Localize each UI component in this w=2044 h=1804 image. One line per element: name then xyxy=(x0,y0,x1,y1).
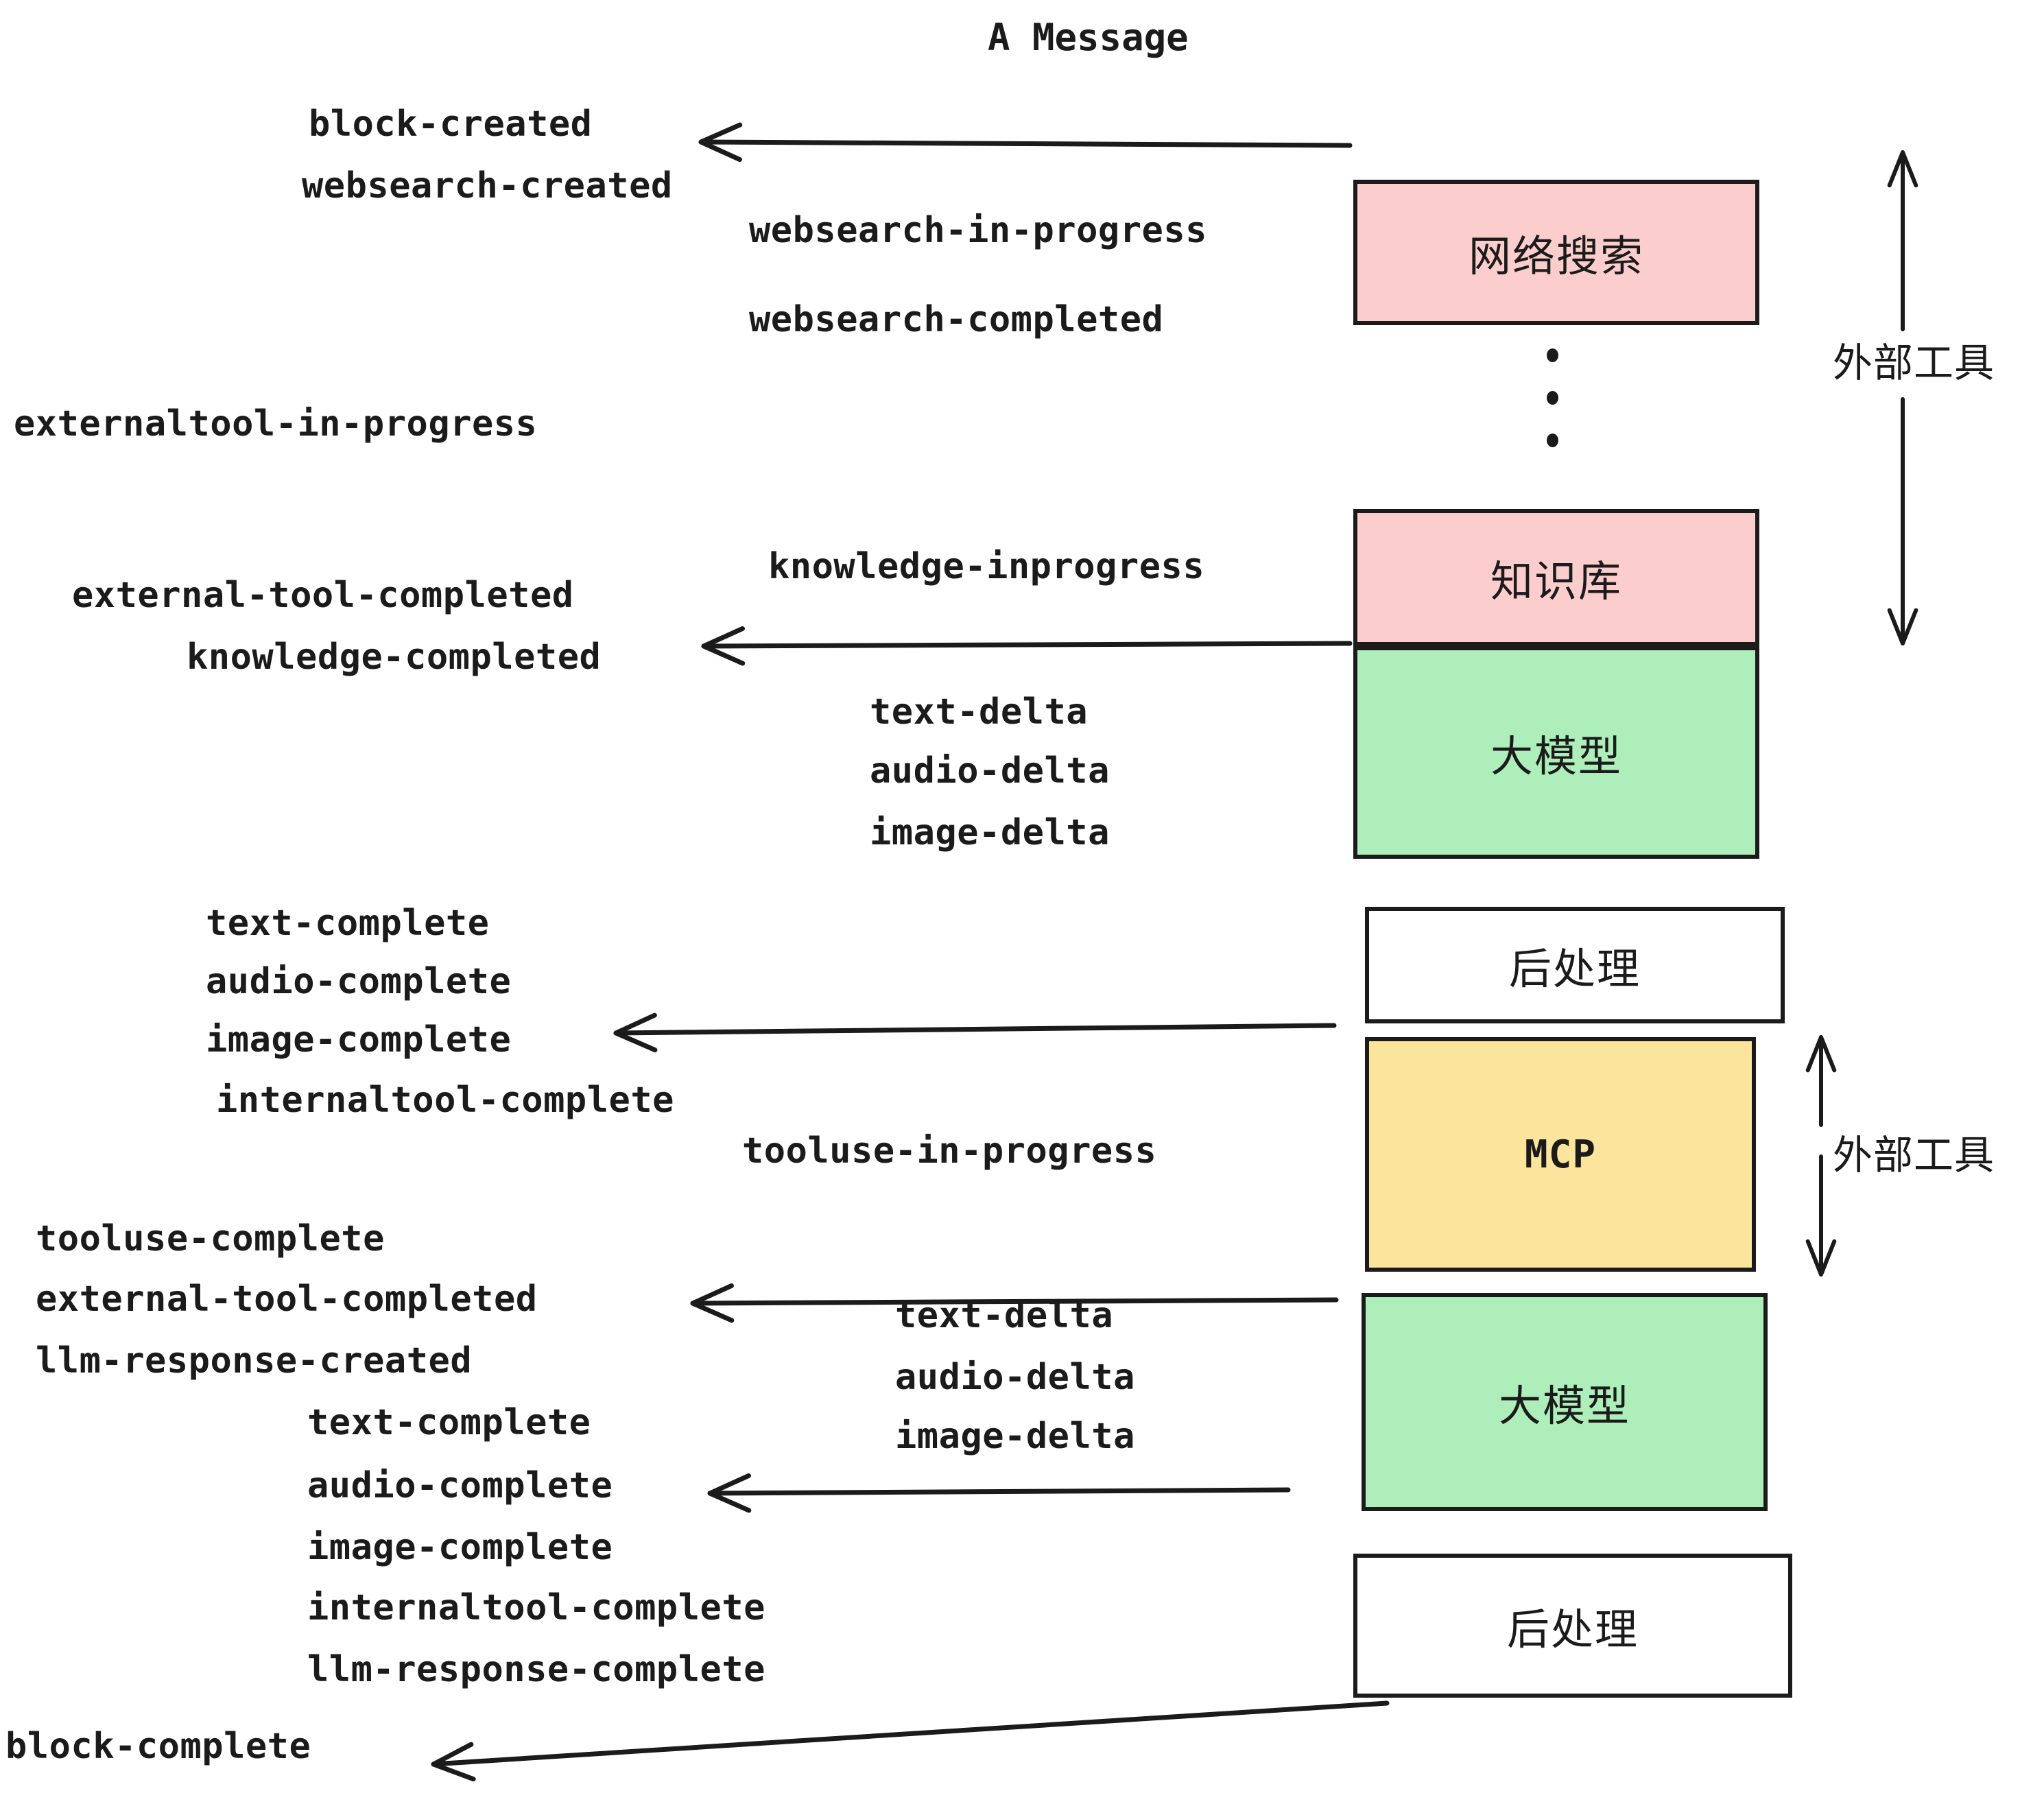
node-postproc-1: 后处理 xyxy=(1365,907,1785,1023)
page-title: A Message xyxy=(988,16,1189,59)
external-tool-arrow-bottom-up-head xyxy=(1805,1035,1837,1073)
event-label-image-complete-1: image-complete xyxy=(206,1019,512,1060)
event-label-websearch-completed: websearch-completed xyxy=(749,299,1164,340)
vertical-ellipsis-icon xyxy=(1547,348,1558,476)
event-label-externaltool-in-progress: externaltool-in-progress xyxy=(14,403,538,444)
event-label-image-complete-2: image-complete xyxy=(307,1527,613,1568)
node-label: 大模型 xyxy=(1498,1381,1630,1431)
event-label-image-delta-1: image-delta xyxy=(870,812,1110,853)
node-label: MCP xyxy=(1524,1132,1597,1177)
node-label: 网络搜索 xyxy=(1468,231,1644,281)
event-label-external-tool-completed-2: external-tool-completed xyxy=(36,1279,538,1320)
event-label-external-tool-completed-1: external-tool-completed xyxy=(72,575,574,616)
arrow-image-complete-line xyxy=(613,1023,1337,1036)
event-label-block-complete: block-complete xyxy=(5,1726,311,1767)
node-label: 知识库 xyxy=(1490,556,1622,606)
node-label: 后处理 xyxy=(1508,944,1641,994)
side-annotation-external-tool-top: 外部工具 xyxy=(1833,340,1995,386)
event-label-knowledge-inprogress: knowledge-inprogress xyxy=(768,546,1205,587)
arrow-knowledge-completed-line xyxy=(701,641,1353,649)
event-label-knowledge-completed: knowledge-completed xyxy=(187,637,602,678)
event-label-text-complete-2: text-complete xyxy=(307,1402,591,1443)
external-tool-arrow-top-down-head xyxy=(1887,608,1918,645)
event-label-llm-response-created: llm-response-created xyxy=(36,1340,473,1381)
arrow-audio-complete-line xyxy=(707,1487,1291,1496)
arrow-audio-complete-head xyxy=(707,1473,752,1513)
event-label-internaltool-complete-1: internaltool-complete xyxy=(216,1080,674,1121)
event-label-audio-complete-1: audio-complete xyxy=(206,961,512,1002)
event-label-llm-response-complete: llm-response-complete xyxy=(307,1649,765,1690)
node-llm-2: 大模型 xyxy=(1362,1293,1768,1511)
arrow-tooluse-complete-head xyxy=(690,1283,735,1323)
event-label-tooluse-complete: tooluse-complete xyxy=(36,1218,385,1259)
node-postproc-2: 后处理 xyxy=(1353,1554,1792,1698)
external-tool-arrow-top-up-head xyxy=(1887,150,1918,188)
ellipsis-dot xyxy=(1547,434,1558,447)
arrow-knowledge-completed-head xyxy=(701,626,746,666)
node-knowledge: 知识库 xyxy=(1353,509,1759,646)
event-label-text-complete-1: text-complete xyxy=(206,903,490,944)
event-label-audio-complete-2: audio-complete xyxy=(307,1465,613,1506)
node-websearch: 网络搜索 xyxy=(1353,180,1759,325)
event-label-audio-delta-1: audio-delta xyxy=(870,750,1110,792)
arrow-block-complete-head xyxy=(431,1742,476,1782)
ellipsis-dot xyxy=(1547,391,1558,405)
node-label: 后处理 xyxy=(1506,1604,1639,1654)
event-label-websearch-created: websearch-created xyxy=(302,165,673,206)
event-label-internaltool-complete-2: internaltool-complete xyxy=(307,1587,765,1628)
event-label-tooluse-in-progress: tooluse-in-progress xyxy=(742,1130,1157,1172)
arrow-image-complete-head xyxy=(613,1012,658,1053)
arrow-block-created-head xyxy=(698,122,743,163)
node-mcp: MCP xyxy=(1365,1037,1756,1272)
arrow-block-complete-line xyxy=(431,1700,1390,1767)
event-label-websearch-in-progress: websearch-in-progress xyxy=(749,210,1207,251)
arrow-block-created-line xyxy=(698,139,1353,148)
event-label-image-delta-2: image-delta xyxy=(895,1416,1135,1457)
event-label-text-delta-2: text-delta xyxy=(895,1295,1114,1336)
external-tool-arrow-bottom-down-head xyxy=(1805,1239,1837,1277)
ellipsis-dot xyxy=(1547,348,1558,362)
side-annotation-external-tool-bottom: 外部工具 xyxy=(1833,1132,1995,1178)
event-label-text-delta-1: text-delta xyxy=(870,691,1089,733)
event-label-audio-delta-2: audio-delta xyxy=(895,1357,1135,1398)
node-label: 大模型 xyxy=(1490,731,1622,781)
event-label-block-created: block-created xyxy=(309,104,593,145)
node-llm-1: 大模型 xyxy=(1353,646,1759,859)
arrow-tooluse-complete-line xyxy=(690,1297,1339,1306)
